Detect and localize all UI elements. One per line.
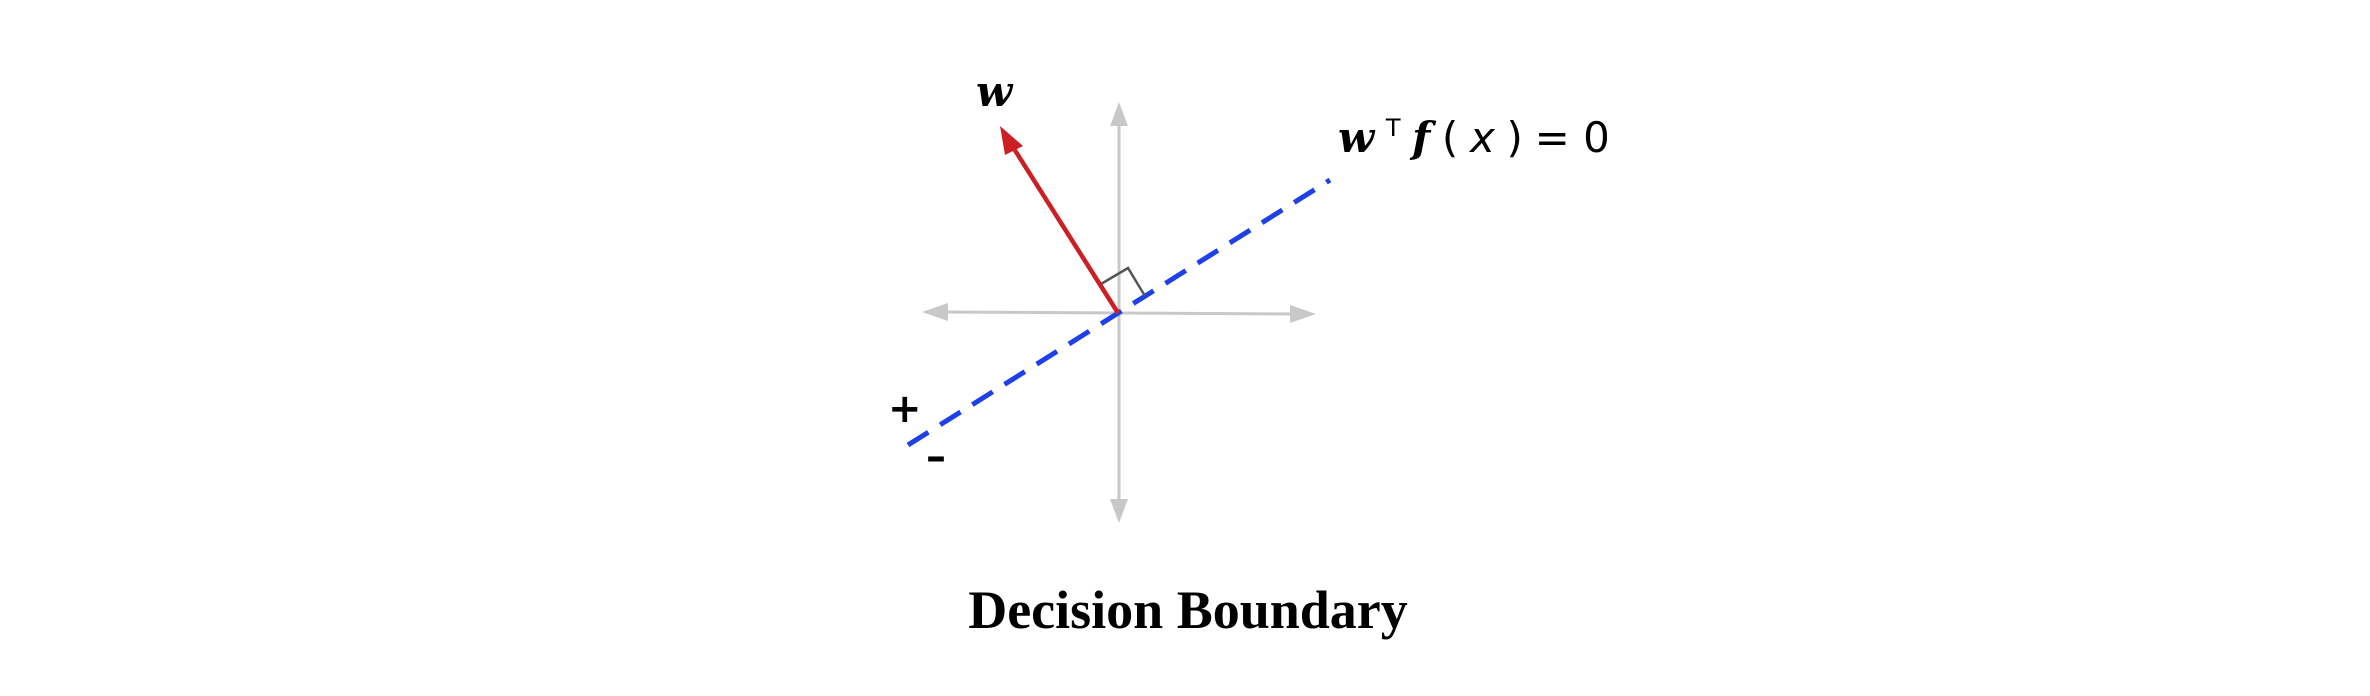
- boundary-equation-transpose: T: [1385, 114, 1401, 142]
- boundary-equation-close-paren: ): [1507, 113, 1523, 162]
- boundary-equation-x: x: [1468, 113, 1496, 162]
- boundary-equation-open-paren: (: [1442, 113, 1458, 162]
- x-axis-left-arrowhead-icon: [922, 303, 948, 321]
- positive-side-label: +: [888, 386, 922, 432]
- boundary-equation-f: f: [1409, 113, 1437, 162]
- decision-boundary-line: [906, 177, 1332, 448]
- y-axis-bottom-arrowhead-icon: [1110, 499, 1128, 523]
- x-axis-right-arrowhead-icon: [1290, 305, 1316, 323]
- boundary-equation-equals-zero: = 0: [1535, 113, 1610, 162]
- weight-vector: [1000, 126, 1120, 315]
- negative-side-label: –: [926, 434, 946, 480]
- y-axis-top-arrowhead-icon: [1110, 102, 1128, 126]
- weight-vector-shaft: [1009, 142, 1120, 315]
- boundary-equation-label: w T f ( x ) = 0: [1338, 98, 1610, 162]
- diagram-caption: Decision Boundary: [968, 580, 1408, 640]
- weight-vector-label: w: [976, 67, 1014, 116]
- weight-vector-arrowhead-icon: [1000, 126, 1023, 155]
- boundary-equation-w: w: [1338, 113, 1376, 162]
- right-angle-marker-icon: [1100, 266, 1147, 297]
